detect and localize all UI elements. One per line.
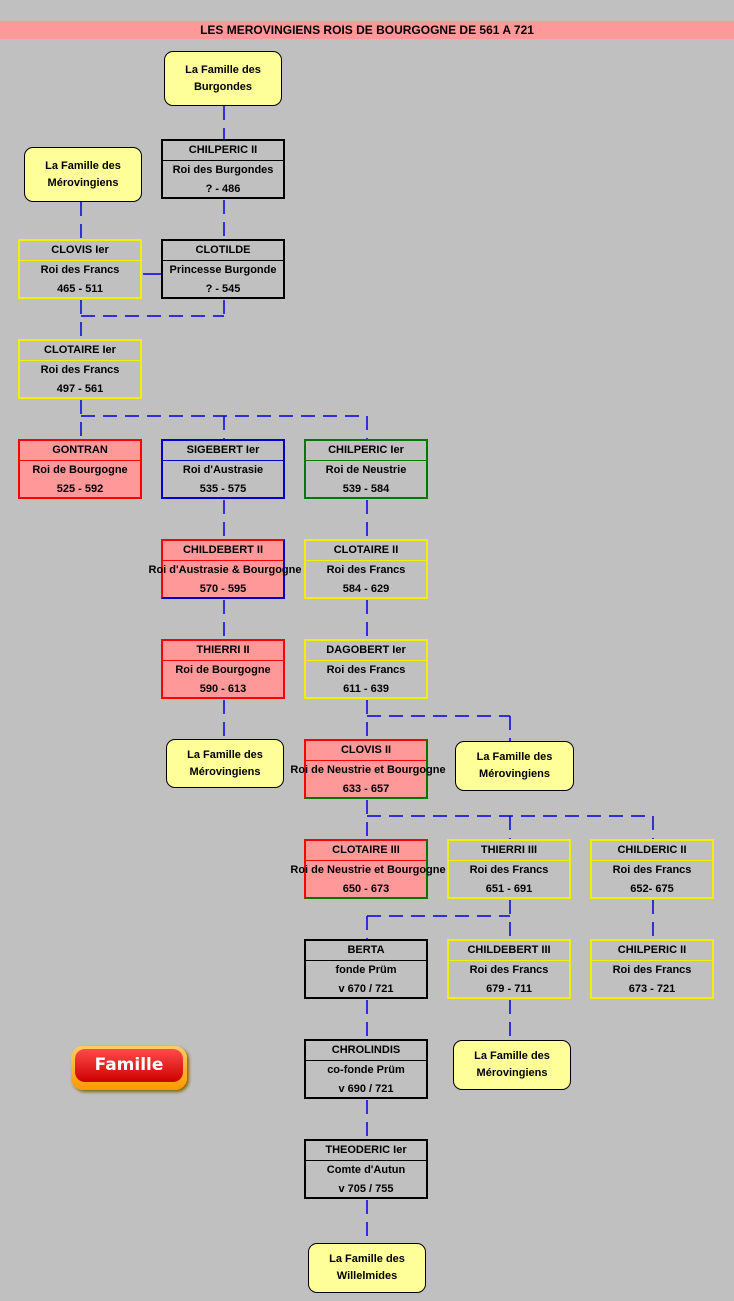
- person-dates: 539 - 584: [342, 483, 390, 495]
- person-title: Roi des Francs: [469, 864, 549, 876]
- person-title: Roi des Francs: [612, 964, 692, 976]
- person-dates: ? - 486: [205, 183, 241, 195]
- person-name: GONTRAN: [20, 441, 140, 461]
- person-dates: 650 - 673: [342, 883, 390, 895]
- person-dates: 570 - 595: [199, 583, 247, 595]
- family-merovingiens-box[interactable]: La Famille des Mérovingiens: [166, 739, 284, 788]
- person-dates: 584 - 629: [342, 583, 390, 595]
- family-merovingiens-box[interactable]: La Famille des Mérovingiens: [455, 741, 574, 791]
- person-name: CLOVIS Ier: [20, 241, 140, 261]
- person-title: fonde Prüm: [335, 964, 397, 976]
- person-dates: 652- 675: [630, 883, 674, 895]
- person-childeric-ii: CHILDERIC II Roi des Francs 652- 675: [590, 839, 714, 899]
- person-dates: 679 - 711: [486, 983, 532, 995]
- person-childebert-iii: CHILDEBERT III Roi des Francs 679 - 711: [447, 939, 571, 999]
- person-dates: 651 - 691: [485, 883, 533, 895]
- page-title: LES MEROVINGIENS ROIS DE BOURGOGNE DE 56…: [0, 21, 734, 39]
- person-name: CHILPERIC II: [592, 941, 712, 961]
- person-chilperic-ii-burgondes: CHILPERIC II Roi des Burgondes ? - 486: [161, 139, 285, 199]
- person-dates: ? - 545: [205, 283, 241, 295]
- person-clotaire-ii: CLOTAIRE II Roi des Francs 584 - 629: [304, 539, 428, 599]
- person-name: THIERRI III: [449, 841, 569, 861]
- person-name: CHILPERIC II: [163, 141, 283, 161]
- person-title: Roi des Francs: [40, 364, 120, 376]
- person-name: CHILPERIC Ier: [306, 441, 426, 461]
- person-dates: 535 - 575: [199, 483, 247, 495]
- person-name: SIGEBERT Ier: [163, 441, 283, 461]
- person-name: CLOTAIRE III: [306, 841, 426, 861]
- person-dates: 590 - 613: [199, 683, 247, 695]
- person-name: CHILDERIC II: [592, 841, 712, 861]
- person-clotilde: CLOTILDE Princesse Burgonde ? - 545: [161, 239, 285, 299]
- person-title: Roi de Bourgogne: [32, 464, 128, 476]
- person-chilperic-ier: CHILPERIC Ier Roi de Neustrie 539 - 584: [304, 439, 428, 499]
- person-title: Roi de Neustrie: [325, 464, 407, 476]
- person-title: Roi des Francs: [326, 564, 406, 576]
- person-name: CLOTAIRE II: [306, 541, 426, 561]
- person-title: Roi de Neustrie et Bourgogne: [290, 764, 446, 776]
- family-merovingiens-box[interactable]: La Famille des Mérovingiens: [453, 1040, 571, 1090]
- person-title: Roi d'Austrasie: [182, 464, 264, 476]
- family-burgondes-box[interactable]: La Famille des Burgondes: [164, 51, 282, 106]
- person-title: Princesse Burgonde: [169, 264, 277, 276]
- person-dates: 611 - 639: [343, 683, 389, 695]
- person-dates: v 690 / 721: [338, 1083, 394, 1095]
- famille-button[interactable]: Famille: [71, 1046, 187, 1090]
- family-merovingiens-box[interactable]: La Famille des Mérovingiens: [24, 147, 142, 202]
- person-dates: 673 - 721: [628, 983, 676, 995]
- person-title: Roi d'Austrasie & Bourgogne: [148, 564, 302, 576]
- person-dates: v 670 / 721: [338, 983, 394, 995]
- person-chrolindis: CHROLINDIS co-fonde Prüm v 690 / 721: [304, 1039, 428, 1099]
- person-dates: 497 - 561: [56, 383, 104, 395]
- person-title: Roi des Francs: [40, 264, 120, 276]
- person-clovis-ier: CLOVIS Ier Roi des Francs 465 - 511: [18, 239, 142, 299]
- person-chilperic-ii: CHILPERIC II Roi des Francs 673 - 721: [590, 939, 714, 999]
- person-title: Roi de Neustrie et Bourgogne: [290, 864, 446, 876]
- person-dates: v 705 / 755: [338, 1183, 394, 1195]
- person-clovis-ii: CLOVIS II Roi de Neustrie et Bourgogne 6…: [290, 739, 446, 799]
- person-name: CHROLINDIS: [306, 1041, 426, 1061]
- person-dagobert-ier: DAGOBERT Ier Roi des Francs 611 - 639: [304, 639, 428, 699]
- person-clotaire-ier: CLOTAIRE Ier Roi des Francs 497 - 561: [18, 339, 142, 399]
- person-sigebert-ier: SIGEBERT Ier Roi d'Austrasie 535 - 575: [161, 439, 285, 499]
- person-dates: 465 - 511: [57, 283, 103, 295]
- person-thierri-ii: THIERRI II Roi de Bourgogne 590 - 613: [161, 639, 285, 699]
- person-title: Roi des Francs: [612, 864, 692, 876]
- person-gontran: GONTRAN Roi de Bourgogne 525 - 592: [18, 439, 142, 499]
- person-childebert-ii: CHILDEBERT II Roi d'Austrasie & Bourgogn…: [149, 539, 301, 599]
- person-name: BERTA: [306, 941, 426, 961]
- person-name: CHILDEBERT II: [163, 541, 283, 561]
- person-name: THEODERIC Ier: [306, 1141, 426, 1161]
- person-title: co-fonde Prüm: [327, 1064, 405, 1076]
- family-willelmides-box[interactable]: La Famille des Willelmides: [308, 1243, 426, 1293]
- person-name: CHILDEBERT III: [449, 941, 569, 961]
- person-dates: 633 - 657: [342, 783, 390, 795]
- person-berta: BERTA fonde Prüm v 670 / 721: [304, 939, 428, 999]
- person-name: CLOVIS II: [306, 741, 426, 761]
- famille-button-label: Famille: [75, 1049, 183, 1082]
- person-name: CLOTAIRE Ier: [20, 341, 140, 361]
- person-title: Comte d'Autun: [326, 1164, 406, 1176]
- person-title: Roi des Francs: [326, 664, 406, 676]
- person-theoderic-ier: THEODERIC Ier Comte d'Autun v 705 / 755: [304, 1139, 428, 1199]
- person-title: Roi de Bourgogne: [175, 664, 271, 676]
- person-title: Roi des Francs: [469, 964, 549, 976]
- person-name: THIERRI II: [163, 641, 283, 661]
- person-thierri-iii: THIERRI III Roi des Francs 651 - 691: [447, 839, 571, 899]
- person-name: DAGOBERT Ier: [306, 641, 426, 661]
- person-dates: 525 - 592: [56, 483, 104, 495]
- person-clotaire-iii: CLOTAIRE III Roi de Neustrie et Bourgogn…: [290, 839, 446, 899]
- person-name: CLOTILDE: [163, 241, 283, 261]
- person-title: Roi des Burgondes: [172, 164, 274, 176]
